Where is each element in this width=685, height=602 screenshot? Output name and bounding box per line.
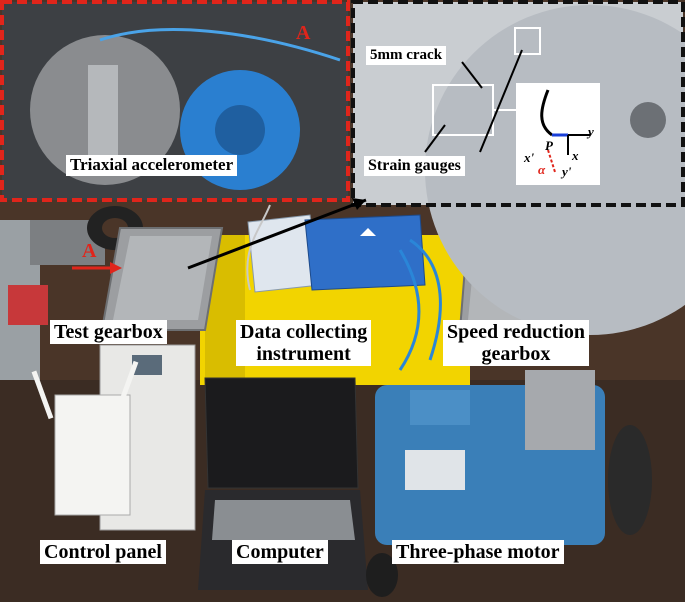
label-speed-reduction-gearbox: Speed reduction gearbox bbox=[443, 320, 589, 366]
arrow-gauges-2 bbox=[479, 49, 523, 153]
motor-gearbox-top bbox=[525, 370, 595, 450]
label-5mm-crack: 5mm crack bbox=[366, 46, 447, 65]
instrument-logo bbox=[360, 228, 376, 236]
motor-pulley bbox=[608, 425, 652, 535]
blue-coupling-hub bbox=[215, 105, 265, 155]
motor-nameplate bbox=[405, 450, 465, 490]
axis-label-y: y bbox=[588, 124, 594, 139]
label-triaxial-accelerometer: Triaxial accelerometer bbox=[66, 155, 238, 176]
arrow-to-inset bbox=[187, 198, 367, 270]
zoom-box-crack bbox=[514, 27, 541, 55]
label-data-collecting-line1: Data collecting bbox=[240, 321, 368, 343]
axis-rotated-red bbox=[547, 149, 556, 173]
blue-cable-2 bbox=[398, 249, 421, 371]
arrow-gauges-1 bbox=[424, 124, 446, 153]
arrow-crack bbox=[461, 61, 483, 89]
motor-terminal-box bbox=[410, 390, 470, 425]
inset-tag-arrow: A bbox=[82, 240, 97, 262]
inset-right-border bbox=[351, 0, 685, 207]
laptop-screen bbox=[204, 377, 359, 489]
label-strain-gauges: Strain gauges bbox=[364, 156, 465, 176]
laptop-keyboard bbox=[212, 500, 355, 540]
inset-tag-left: A bbox=[296, 22, 311, 44]
label-three-phase-motor: Three-phase motor bbox=[392, 540, 564, 564]
axis-label-y-prime: y' bbox=[562, 164, 572, 179]
gear-hole bbox=[630, 102, 666, 138]
axis-label-x: x bbox=[572, 148, 579, 163]
router-antenna-left bbox=[31, 370, 54, 420]
sensor-cable bbox=[99, 28, 341, 62]
router-antenna-right bbox=[116, 360, 139, 410]
label-data-collecting-line2: instrument bbox=[256, 343, 351, 365]
label-speed-reduction-line1: Speed reduction bbox=[447, 321, 585, 343]
label-speed-reduction-line2: gearbox bbox=[481, 343, 551, 365]
label-control-panel: Control panel bbox=[40, 540, 166, 564]
label-data-collecting-instrument: Data collecting instrument bbox=[236, 320, 372, 366]
label-test-gearbox: Test gearbox bbox=[50, 320, 167, 344]
test-gearbox-plate bbox=[113, 236, 212, 320]
arrow-a-red-head bbox=[110, 262, 122, 274]
control-panel-screen bbox=[132, 355, 162, 375]
router bbox=[54, 394, 131, 516]
label-computer: Computer bbox=[232, 540, 328, 564]
crack-curve bbox=[540, 89, 553, 137]
instrument-main bbox=[304, 214, 426, 291]
arrow-to-inset-head bbox=[352, 198, 366, 210]
mouse bbox=[366, 553, 398, 597]
axis-label-alpha: α bbox=[538, 162, 546, 177]
axis-label-p: P bbox=[545, 138, 553, 153]
red-tubes bbox=[8, 285, 48, 325]
inset-left-border bbox=[0, 0, 350, 202]
axis-label-x-prime: x' bbox=[524, 150, 535, 165]
blue-cable-1 bbox=[409, 238, 442, 361]
